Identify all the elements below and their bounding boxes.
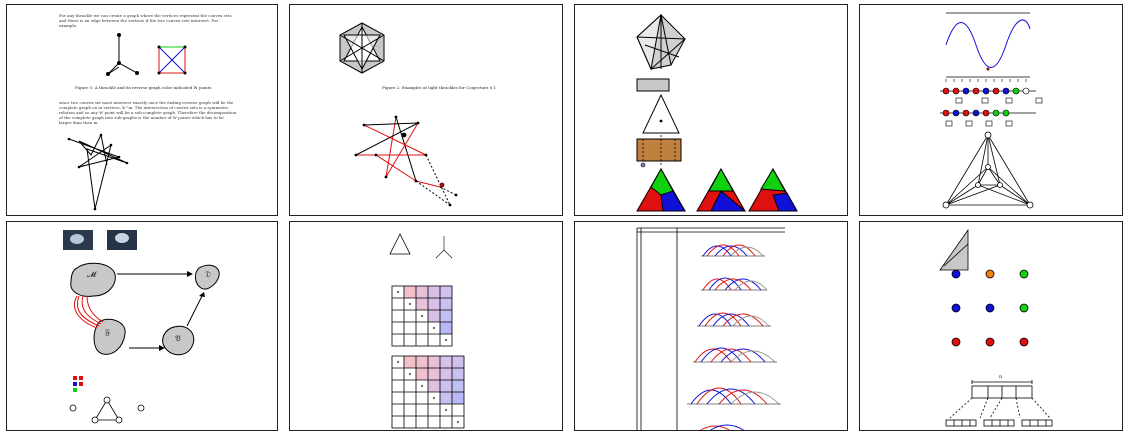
panel-tight-thrackles[interactable]: Figure 2: Examples of tight thrackles fo… bbox=[289, 4, 563, 216]
tight-thrackles-figure bbox=[339, 22, 458, 207]
panel-category-diagram[interactable]: 𝓜 𝔇 𝔉 𝔙 bbox=[6, 221, 278, 431]
thrackle-figures bbox=[67, 33, 187, 211]
panel-geometric-stack[interactable] bbox=[574, 4, 848, 216]
blob-label-v: 𝔙 bbox=[175, 334, 181, 343]
arc-diagrams-figure bbox=[636, 227, 785, 430]
body-paragraph: since two convex set must intersect exac… bbox=[59, 100, 237, 125]
colored-grid-figure bbox=[939, 228, 1053, 427]
intro-paragraph: For any thrackle we can create a graph w… bbox=[59, 13, 232, 28]
matrix-grids-figure bbox=[389, 233, 465, 429]
blob-label-d: 𝔇 bbox=[205, 270, 211, 279]
panel-matrix-grids[interactable] bbox=[289, 221, 563, 431]
figure-2-caption: Figure 2: Examples of tight thrackles fo… bbox=[382, 85, 497, 90]
blob-label-f: 𝔉 bbox=[105, 328, 111, 337]
brace-label: n bbox=[999, 374, 1003, 380]
sine-graph-figure bbox=[940, 12, 1043, 209]
geometric-stack-figure bbox=[636, 13, 798, 212]
blob-label-m: 𝓜 bbox=[87, 270, 96, 279]
category-diagram-figure bbox=[63, 230, 220, 424]
figure-1-caption: Figure 1: A thrackle and its reverse gra… bbox=[75, 85, 212, 90]
panel-arc-diagrams[interactable] bbox=[574, 221, 848, 431]
panel-sine-and-graph[interactable] bbox=[859, 4, 1123, 216]
panel-thrackle-text[interactable]: For any thrackle we can create a graph w… bbox=[6, 4, 278, 216]
panel-colored-grid[interactable]: n bbox=[859, 221, 1123, 431]
